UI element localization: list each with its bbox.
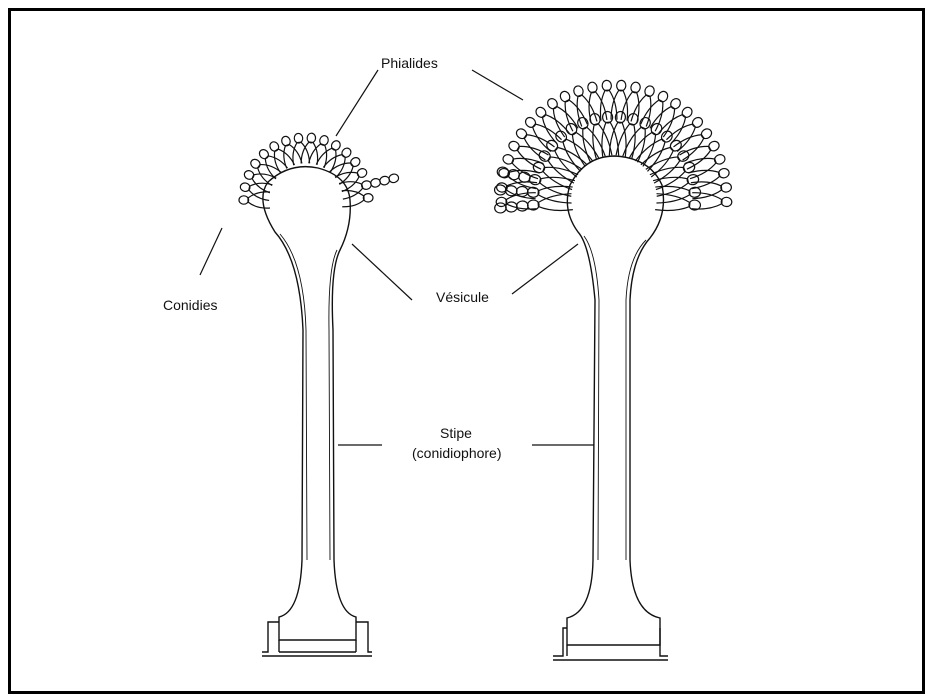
left-conidium [388, 173, 399, 183]
left-conidium [268, 140, 280, 153]
right-outer-conidium [546, 97, 559, 111]
right-outer-conidium [507, 140, 521, 153]
leader-vesicule-left [352, 244, 412, 300]
left-conidiophore [262, 167, 372, 656]
left-conidium [258, 148, 271, 161]
left-conidium [239, 196, 249, 204]
label-phialides: Phialides [381, 55, 438, 71]
right-stipe-outline [567, 156, 664, 645]
label-conidies: Conidies [163, 297, 217, 313]
right-outer-conidium [669, 97, 682, 111]
right-outer-conidium [720, 182, 731, 192]
right-inner-conidium [494, 185, 506, 196]
label-vesicule: Vésicule [436, 289, 489, 305]
right-outer-conidium [690, 115, 704, 129]
left-stipe-inner [280, 234, 337, 560]
right-outer-conidium [616, 80, 626, 91]
right-inner-phialide [655, 194, 690, 211]
leader-vesicule-right [512, 244, 578, 294]
right-inner-phialide [655, 186, 690, 203]
right-conidiophore [553, 156, 668, 660]
right-outer-conidium [534, 105, 548, 119]
left-conidium [379, 175, 390, 185]
label-conidiophore: (conidiophore) [412, 445, 502, 461]
left-conidium [349, 156, 362, 169]
right-outer-conidium [559, 90, 572, 104]
left-conidium [356, 167, 368, 179]
right-inner-phialide [609, 122, 626, 157]
leader-conidies [200, 228, 222, 275]
right-inner-conidium [516, 201, 528, 212]
right-outer-conidium [721, 197, 732, 207]
right-outer-conidium [656, 90, 669, 104]
right-outer-conidium [515, 127, 529, 141]
right-outer-conidium [496, 197, 507, 207]
left-conidium [340, 146, 353, 159]
leader-phialides-left [336, 70, 378, 136]
right-outer-conidium [707, 140, 721, 153]
right-inner-phialide [602, 122, 619, 157]
leader-phialides-right [472, 70, 523, 100]
right-outer-conidium [680, 105, 694, 119]
right-outer-conidium [602, 80, 612, 91]
left-conidium [370, 178, 381, 188]
label-stipe: Stipe [440, 425, 472, 441]
left-conidium [330, 139, 342, 152]
left-conidium [243, 169, 255, 181]
right-phialides [494, 80, 732, 213]
left-stipe-outline [263, 167, 356, 640]
left-conidium [249, 158, 262, 170]
right-outer-conidium [524, 115, 538, 129]
right-foot-cell [553, 628, 668, 660]
left-conidium [363, 193, 373, 202]
right-outer-conidium [699, 127, 713, 141]
